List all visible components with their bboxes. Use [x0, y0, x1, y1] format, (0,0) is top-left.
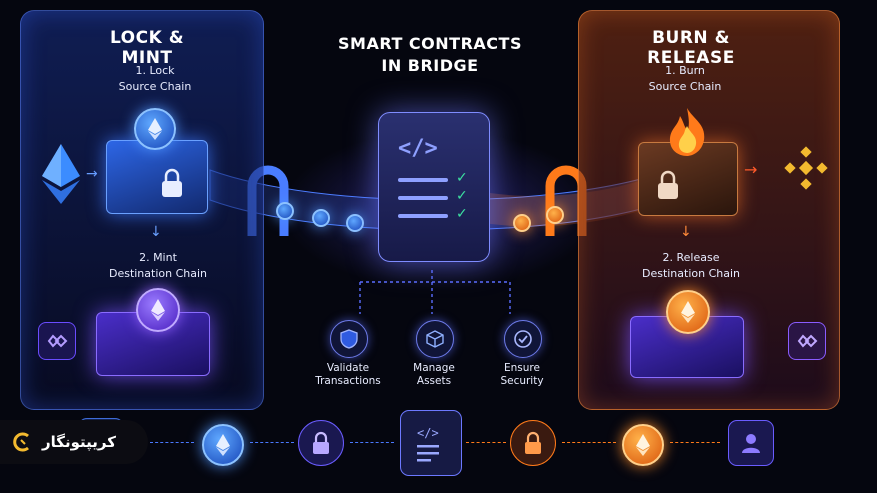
bridge-coin-1: [276, 202, 294, 220]
arrow-down-icon: ↓: [150, 224, 162, 240]
lock-step: 1. Lock Source Chain: [100, 63, 210, 95]
flow-dash-1: [150, 442, 194, 443]
polygon-logo-right-icon: [788, 322, 826, 360]
validate-feature-icon: [330, 320, 368, 358]
flow-lock-icon: [298, 420, 344, 466]
burn-release-title: BURN & RELEASE: [647, 28, 735, 68]
feature-security-line2: Security: [500, 375, 544, 387]
polygon-logo-icon: [38, 322, 76, 360]
logo-c-icon: [13, 432, 29, 452]
release-step-subtitle: Destination Chain: [641, 267, 741, 280]
checkmark-icon-2: ✓: [456, 188, 468, 204]
bridge-coin-5: [546, 206, 564, 224]
feature-validate-line2: Transactions: [315, 375, 381, 387]
document-line-1: [398, 178, 448, 182]
ethereum-coin-purple-icon: [136, 288, 180, 332]
release-step: 2. Release Destination Chain: [628, 250, 754, 282]
feature-connectors: [359, 270, 511, 314]
ethereum-logo-icon: [42, 144, 80, 204]
logo-text: کریپتونگار: [42, 433, 116, 451]
feature-validate-line1: Validate: [326, 362, 370, 374]
burn-step: 1. Burn Source Chain: [630, 63, 740, 95]
mint-step: 2. Mint Destination Chain: [98, 250, 218, 282]
ethereum-coin-icon: [134, 108, 176, 150]
fire-icon: [669, 108, 705, 156]
smart-contracts-title-line1: SMART CONTRACTS: [338, 34, 522, 53]
padlock-icon: [162, 168, 182, 197]
feature-manage-line1: Manage: [413, 362, 455, 374]
svg-text:</>: </>: [417, 426, 439, 440]
arrow-right-icon: →: [86, 166, 98, 182]
bridge-coin-4: [513, 214, 531, 232]
smart-contracts-title: SMART CONTRACTS IN BRIDGE: [330, 33, 530, 77]
feature-security-line1: Ensure: [504, 362, 540, 374]
flow-lock-orange-icon: [510, 420, 556, 466]
feature-manage-line2: Assets: [416, 375, 452, 387]
mint-step-title: 2. Mint: [139, 251, 177, 264]
flow-dash-5: [562, 442, 616, 443]
flow-ethereum-orange-coin-icon: [622, 424, 664, 466]
flow-dash-3: [350, 442, 394, 443]
smart-contract-document: [378, 112, 490, 262]
release-step-title: 2. Release: [662, 251, 720, 264]
flow-dash-4: [466, 442, 506, 443]
document-line-3: [398, 214, 448, 218]
security-feature-label: Ensure Security: [482, 362, 562, 388]
checkmark-icon-3: ✓: [456, 206, 468, 222]
flow-dash-6: [670, 442, 720, 443]
security-feature-icon: [504, 320, 542, 358]
lock-step-title: 1. Lock: [135, 64, 175, 77]
burn-step-title: 1. Burn: [665, 64, 705, 77]
burn-step-subtitle: Source Chain: [648, 80, 722, 93]
padlock-icon-orange: [658, 170, 678, 199]
code-icon: </>: [398, 136, 438, 161]
lock-mint-title: LOCK & MINT: [109, 28, 185, 68]
checkmark-icon-1: ✓: [456, 170, 468, 186]
arrow-right-orange-icon: →: [744, 160, 758, 179]
bridge-coin-3: [346, 214, 364, 232]
flow-dash-2: [250, 442, 294, 443]
bridge-coin-2: [312, 209, 330, 227]
document-line-2: [398, 196, 448, 200]
flow-contract-icon: </>: [400, 410, 462, 476]
lock-step-subtitle: Source Chain: [118, 80, 192, 93]
lock-cube: [106, 140, 208, 214]
kriptonegar-logo: کریپتونگار: [0, 420, 148, 464]
ethereum-coin-orange-icon: [666, 290, 710, 334]
flow-user-icon: [728, 420, 774, 466]
binance-logo-icon: [784, 146, 828, 190]
arrow-down-orange-icon: ↓: [680, 224, 692, 240]
flow-ethereum-coin-icon: [202, 424, 244, 466]
manage-feature-icon: [416, 320, 454, 358]
manage-feature-label: Manage Assets: [394, 362, 474, 388]
smart-contracts-title-line2: IN BRIDGE: [381, 56, 479, 75]
mint-step-subtitle: Destination Chain: [108, 267, 208, 280]
validate-feature-label: Validate Transactions: [308, 362, 388, 388]
